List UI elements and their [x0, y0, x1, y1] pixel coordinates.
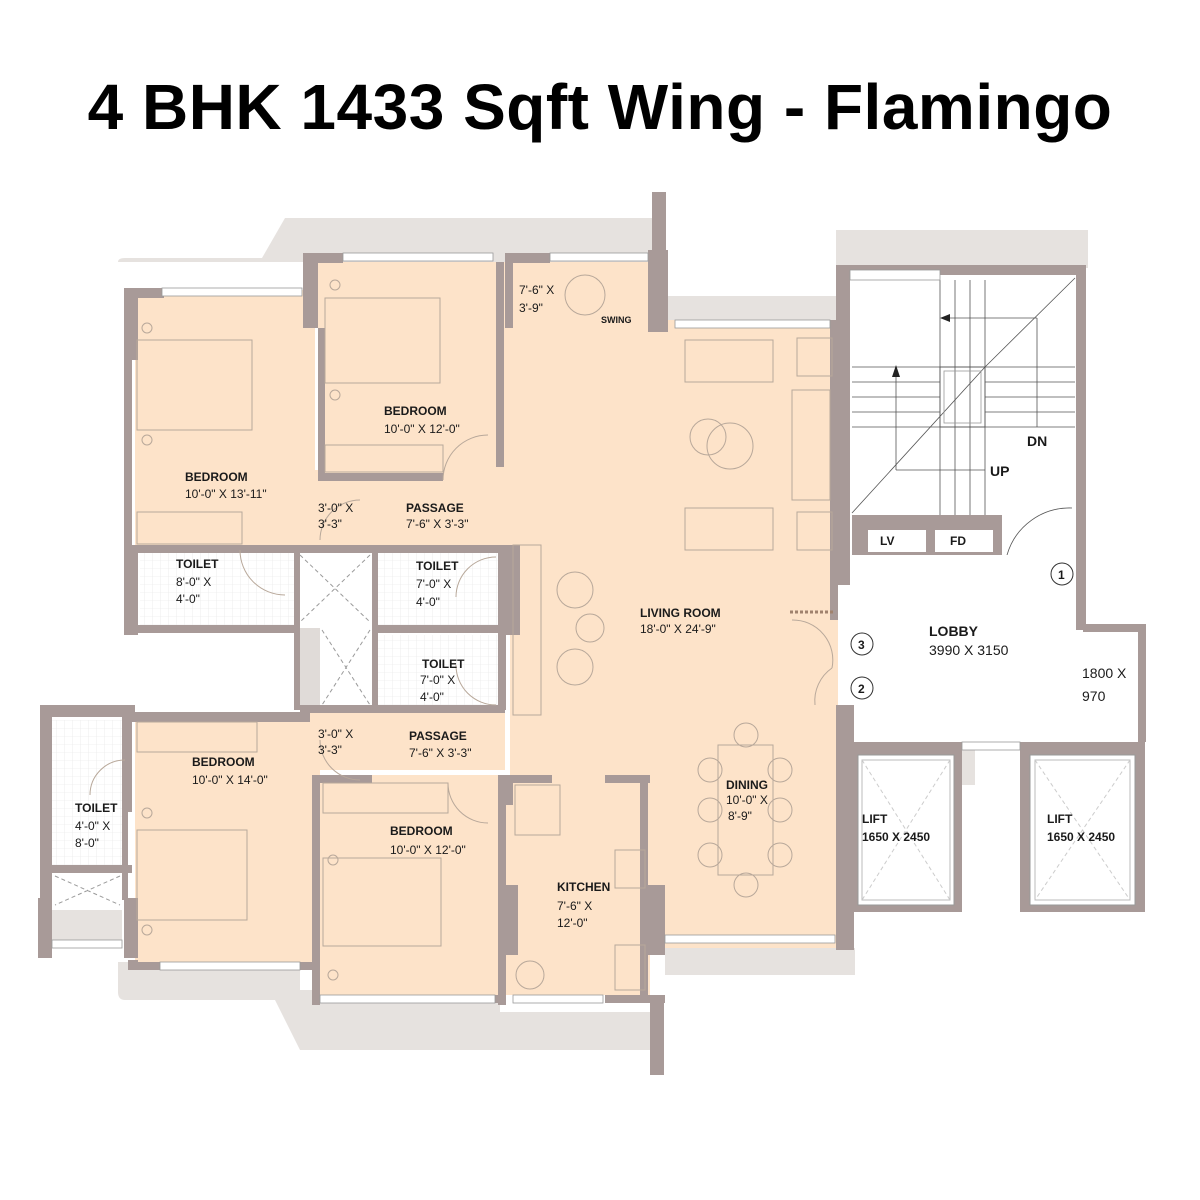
- room-name-toilet-4: TOILET: [75, 801, 118, 815]
- passage-top-small-line1: 3'-0" X: [318, 501, 353, 515]
- room-name-bedroom-top-mid: BEDROOM: [384, 404, 447, 418]
- dining-line1: 10'-0" X: [726, 793, 768, 807]
- lv-label: LV: [880, 534, 894, 548]
- toilet-2-line2: 4'-0": [416, 595, 440, 609]
- swing-label: SWING: [601, 315, 632, 325]
- balcony-size-line2: 3'-9": [519, 301, 543, 315]
- room-size-bedroom-bottom-left: 10'-0" X 14'-0": [192, 773, 268, 787]
- flat-marker-3: 3: [858, 638, 865, 652]
- room-size-bedroom-top-mid: 10'-0" X 12'-0": [384, 422, 460, 436]
- lobby-size: 3990 X 3150: [929, 642, 1009, 658]
- lift-1-name: LIFT: [862, 812, 888, 826]
- toilet-4-line1: 4'-0" X: [75, 819, 110, 833]
- page-title: 4 BHK 1433 Sqft Wing - Flamingo: [87, 71, 1113, 143]
- lift-2-size: 1650 X 2450: [1047, 830, 1115, 844]
- flat-markers: [850, 562, 1074, 700]
- shafts: [54, 554, 371, 906]
- toilet-3-line1: 7'-0" X: [420, 673, 455, 687]
- fd-label: FD: [950, 534, 966, 548]
- passage-bottom-small-line2: 3'-3": [318, 743, 342, 757]
- kitchen-line2: 12'-0": [557, 916, 588, 930]
- kitchen-line1: 7'-6" X: [557, 899, 592, 913]
- lift-1-size: 1650 X 2450: [862, 830, 930, 844]
- room-name-passage-bottom: PASSAGE: [409, 729, 467, 743]
- room-name-living-room: LIVING ROOM: [640, 606, 721, 620]
- room-size-passage-top: 7'-6" X 3'-3": [406, 517, 468, 531]
- toilet-2-line1: 7'-0" X: [416, 577, 451, 591]
- stair-up-label: UP: [990, 463, 1009, 479]
- lifts: [852, 742, 1145, 912]
- room-size-bedroom-top-left: 10'-0" X 13'-11": [185, 487, 267, 501]
- room-name-bedroom-bottom-left: BEDROOM: [192, 755, 255, 769]
- dining-line2: 8'-9": [728, 809, 752, 823]
- flat-marker-2: 2: [858, 682, 865, 696]
- lift-2-name: LIFT: [1047, 812, 1073, 826]
- lobby-name: LOBBY: [929, 623, 979, 639]
- lobby: [848, 555, 1145, 742]
- toilet-1-line2: 4'-0": [176, 592, 200, 606]
- staircase: [850, 270, 1082, 556]
- room-name-toilet-2: TOILET: [416, 559, 459, 573]
- room-name-bedroom-bottom-mid: BEDROOM: [390, 824, 453, 838]
- room-name-toilet-1: TOILET: [176, 557, 219, 571]
- flat-marker-1: 1: [1058, 568, 1065, 582]
- room-name-dining: DINING: [726, 778, 768, 792]
- windows: [51, 252, 1021, 1004]
- toilet-4-line2: 8'-0": [75, 836, 99, 850]
- lobby-ext-line1: 1800 X: [1082, 665, 1127, 681]
- lv-fd-shafts: [852, 515, 1002, 555]
- toilet-1-line1: 8'-0" X: [176, 575, 211, 589]
- room-size-bedroom-bottom-mid: 10'-0" X 12'-0": [390, 843, 466, 857]
- toilet-areas: [52, 553, 500, 942]
- room-name-kitchen: KITCHEN: [557, 880, 610, 894]
- passage-bottom-small-line1: 3'-0" X: [318, 727, 353, 741]
- room-name-passage-top: PASSAGE: [406, 501, 464, 515]
- stair-down-label: DN: [1027, 433, 1047, 449]
- room-name-toilet-3: TOILET: [422, 657, 465, 671]
- passage-top-small-line2: 3'-3": [318, 517, 342, 531]
- room-size-living-room: 18'-0" X 24'-9": [640, 622, 716, 636]
- lobby-ext-line2: 970: [1082, 688, 1106, 704]
- room-size-passage-bottom: 7'-6" X 3'-3": [409, 746, 471, 760]
- room-name-bedroom-top-left: BEDROOM: [185, 470, 248, 484]
- balcony-size-line1: 7'-6" X: [519, 283, 554, 297]
- furniture: [89, 274, 834, 991]
- toilet-3-line2: 4'-0": [420, 690, 444, 704]
